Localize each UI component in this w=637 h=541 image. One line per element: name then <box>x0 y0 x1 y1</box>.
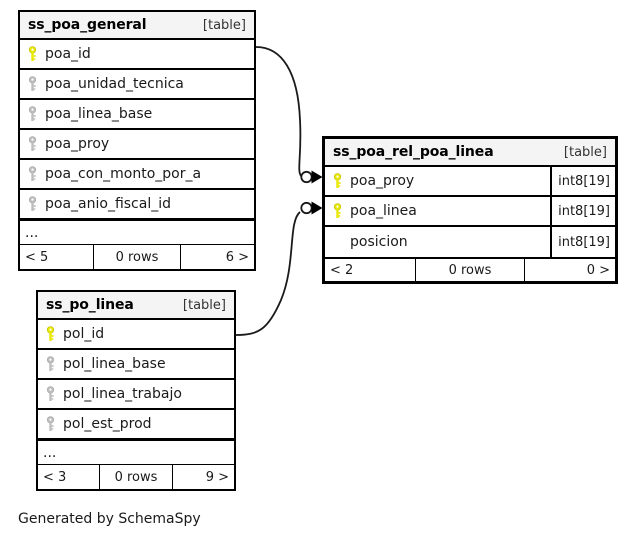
column-cell: poa_con_monto_por_a <box>20 166 254 182</box>
table-footer: < 5 0 rows 6 > <box>20 245 254 269</box>
column-name: poa_con_monto_por_a <box>45 166 202 182</box>
column-cell: poa_linea <box>325 203 550 219</box>
index-key-icon <box>46 356 55 371</box>
column-name: pol_id <box>63 326 105 342</box>
more-columns-indicator: ... <box>38 440 234 465</box>
column-cell: poa_proy <box>20 136 254 152</box>
primary-key-icon <box>28 46 37 61</box>
index-key-icon <box>28 166 37 181</box>
column-cell: poa_unidad_tecnica <box>20 76 254 92</box>
more-columns-label: ... <box>25 224 39 241</box>
more-columns-indicator: ... <box>20 220 254 245</box>
table-columns: poa_proy int8[19] poa_linea int8[19] <box>325 167 615 257</box>
footer-children-count[interactable]: 9 > <box>205 469 229 485</box>
generated-by-caption: Generated by SchemaSpy <box>18 511 201 527</box>
index-key-icon <box>28 136 37 151</box>
primary-key-icon <box>333 203 342 218</box>
table-ss-poa-general[interactable]: ss_poa_general [table] poa_id <box>18 10 256 271</box>
footer-row-count: 0 rows <box>414 259 526 281</box>
table-ss-po-linea[interactable]: ss_po_linea [table] pol_id <box>36 290 236 491</box>
table-row[interactable]: pol_id <box>38 320 234 350</box>
column-type: int8[19] <box>550 227 615 257</box>
primary-key-icon <box>46 326 55 341</box>
crowsfoot-many-arrow <box>311 170 323 184</box>
index-key-icon <box>28 76 37 91</box>
table-row[interactable]: poa_linea_base <box>20 100 254 130</box>
footer-parents-count[interactable]: < 2 <box>330 262 354 278</box>
footer-row-count: 0 rows <box>98 465 174 489</box>
table-kind-label: [table] <box>202 17 246 33</box>
index-key-icon <box>46 416 55 431</box>
table-row[interactable]: pol_est_prod <box>38 410 234 440</box>
table-title: ss_poa_rel_poa_linea <box>333 144 494 160</box>
footer-parents-count[interactable]: < 3 <box>43 469 67 485</box>
relationship-edge-poa-general-poa-proy <box>255 46 323 184</box>
footer-row-count: 0 rows <box>92 245 182 269</box>
column-cell: pol_linea_base <box>38 356 234 372</box>
column-cell: pol_id <box>38 326 234 342</box>
index-key-icon <box>46 386 55 401</box>
table-columns: poa_id poa_unidad_tecnica <box>20 40 254 245</box>
table-row[interactable]: poa_proy <box>20 130 254 160</box>
column-cell: pol_est_prod <box>38 416 234 432</box>
table-row[interactable]: pol_linea_trabajo <box>38 380 234 410</box>
column-cell: pol_linea_trabajo <box>38 386 234 402</box>
footer-parents-count[interactable]: < 5 <box>25 249 49 265</box>
column-name: pol_linea_base <box>63 356 166 372</box>
column-name: poa_id <box>45 46 91 62</box>
column-name: posicion <box>350 234 408 250</box>
column-cell: poa_linea_base <box>20 106 254 122</box>
table-header: ss_poa_rel_poa_linea [table] <box>325 139 615 167</box>
cardinality-zero-circle <box>300 201 313 215</box>
column-name: poa_unidad_tecnica <box>45 76 184 92</box>
cardinality-zero-circle <box>300 170 313 184</box>
table-footer: < 3 0 rows 9 > <box>38 465 234 489</box>
table-row[interactable]: poa_linea int8[19] <box>325 197 615 227</box>
column-cell: poa_id <box>20 46 254 62</box>
more-columns-label: ... <box>43 444 57 461</box>
column-name: poa_linea <box>350 203 417 219</box>
column-name: poa_linea_base <box>45 106 153 122</box>
footer-children-count[interactable]: 6 > <box>225 249 249 265</box>
table-row[interactable]: posicion int8[19] <box>325 227 615 257</box>
index-key-icon <box>28 106 37 121</box>
column-name: pol_est_prod <box>63 416 152 432</box>
footer-children-count[interactable]: 0 > <box>586 262 610 278</box>
table-ss-poa-rel-poa-linea[interactable]: ss_poa_rel_poa_linea [table] poa_proy in… <box>322 136 618 284</box>
table-row[interactable]: poa_proy int8[19] <box>325 167 615 197</box>
table-kind-label: [table] <box>182 297 226 313</box>
column-cell: poa_anio_fiscal_id <box>20 196 254 212</box>
primary-key-icon <box>333 173 342 188</box>
column-name: pol_linea_trabajo <box>63 386 182 402</box>
index-key-icon <box>28 196 37 211</box>
column-type: int8[19] <box>550 167 615 195</box>
column-name: poa_anio_fiscal_id <box>45 196 171 212</box>
column-name: poa_proy <box>350 173 415 189</box>
crowsfoot-many-arrow <box>311 201 323 215</box>
table-row[interactable]: poa_unidad_tecnica <box>20 70 254 100</box>
table-row[interactable]: poa_con_monto_por_a <box>20 160 254 190</box>
column-name: poa_proy <box>45 136 110 152</box>
table-title: ss_po_linea <box>46 297 134 313</box>
table-footer: < 2 0 rows 0 > <box>325 257 615 281</box>
table-row[interactable]: poa_id <box>20 40 254 70</box>
table-title: ss_poa_general <box>28 17 147 33</box>
table-header: ss_po_linea [table] <box>38 292 234 320</box>
column-type: int8[19] <box>550 197 615 225</box>
table-columns: pol_id pol_linea_base <box>38 320 234 465</box>
table-row[interactable]: pol_linea_base <box>38 350 234 380</box>
column-cell: poa_proy <box>325 173 550 189</box>
table-kind-label: [table] <box>563 144 607 160</box>
column-cell: posicion <box>325 234 550 250</box>
table-header: ss_poa_general [table] <box>20 12 254 40</box>
table-row[interactable]: poa_anio_fiscal_id <box>20 190 254 220</box>
